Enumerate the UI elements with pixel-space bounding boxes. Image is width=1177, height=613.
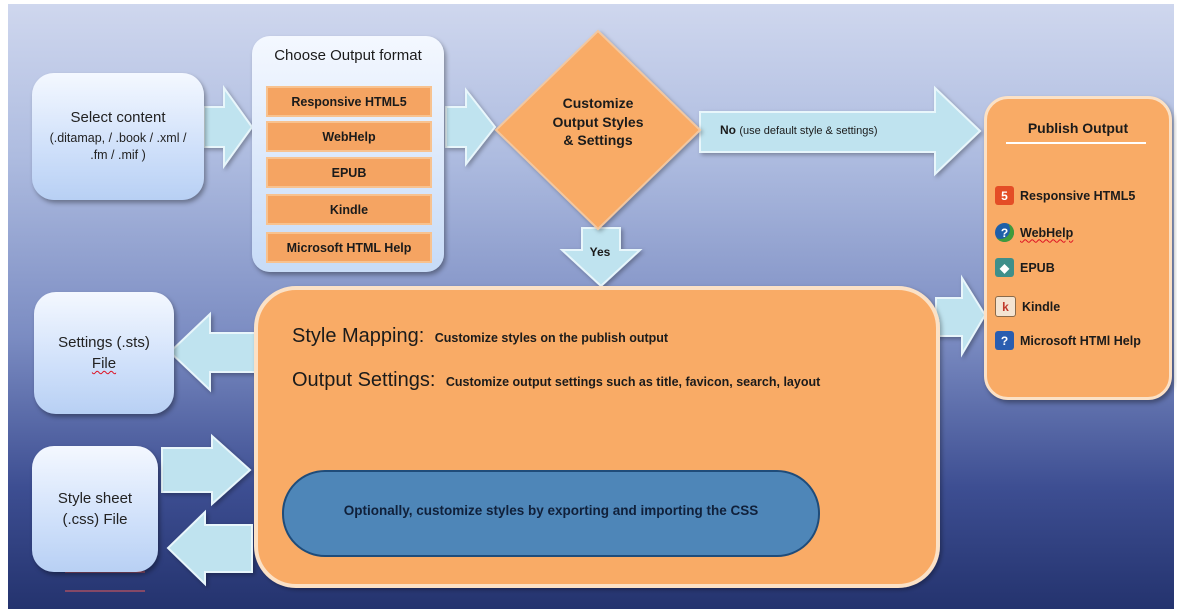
output-settings-line: Output Settings: Customize output settin…	[292, 369, 922, 394]
publish-output-title: Publish Output	[1027, 120, 1129, 136]
style-mapping-line: Style Mapping: Customize styles on the p…	[292, 325, 912, 348]
no-branch-label: No (use default style & settings)	[720, 123, 878, 137]
publish-item-html-help: ? Microsoft HTMl Help	[995, 331, 1141, 350]
settings-file-box: Settings (.sts) File	[34, 292, 174, 414]
arrow-to-settings-file	[168, 311, 263, 393]
css-pill	[282, 470, 820, 557]
decision-label: Customize Output Styles & Settings	[552, 95, 644, 148]
arrow-yes-down	[559, 227, 643, 288]
publish-item-label: Responsive HTML5	[1020, 188, 1136, 203]
stylesheet-file-line2: (.css) File	[62, 511, 128, 528]
arrow-select-to-formats	[203, 84, 254, 170]
format-option[interactable]: Kindle	[266, 194, 432, 225]
decision-diamond	[494, 29, 702, 231]
style-mapping-text: Customize styles on the publish output	[434, 331, 669, 345]
settings-file-line1: Settings (.sts)	[58, 334, 150, 351]
publish-item-label: EPUB	[1020, 260, 1055, 275]
publish-output-panel	[984, 96, 1172, 400]
publish-item-epub: ◆ EPUB	[995, 258, 1055, 277]
publish-item-label: Microsoft HTMl Help	[1020, 333, 1141, 348]
no-label: No	[720, 123, 736, 137]
select-content-formats: (.ditamap, / .book / .xml / .fm / .mif )	[49, 131, 187, 162]
publish-item-label: Kindle	[1022, 299, 1061, 314]
arrow-formats-to-decision	[445, 87, 497, 167]
select-content-box: Select content (.ditamap, / .book / .xml…	[32, 73, 204, 200]
yes-label: Yes	[589, 245, 611, 259]
output-settings-text: Customize output settings such as title,…	[445, 375, 821, 389]
stylesheet-file-box: Style sheet (.css) File	[32, 446, 158, 572]
html-help-icon: ?	[995, 331, 1014, 350]
css-note: Optionally, customize styles by exportin…	[343, 503, 759, 518]
publish-output-rule	[1006, 142, 1146, 144]
format-option[interactable]: EPUB	[266, 157, 432, 188]
format-option[interactable]: Microsoft HTML Help	[266, 232, 432, 263]
stylesheet-file-line1: Style sheet	[57, 490, 133, 507]
webhelp-icon: ?	[995, 223, 1014, 242]
publish-item-webhelp: ? WebHelp	[995, 223, 1073, 242]
style-mapping-heading: Style Mapping:	[292, 325, 425, 347]
arrow-css-to-customize	[161, 433, 252, 507]
publish-item-label: WebHelp	[1020, 225, 1074, 240]
choose-output-title: Choose Output format	[274, 47, 422, 64]
epub-icon: ◆	[995, 258, 1014, 277]
arrow-no-to-publish	[699, 85, 982, 177]
kindle-icon: k	[995, 296, 1016, 317]
arrow-customize-to-publish	[935, 274, 987, 358]
publish-item-kindle: k Kindle	[995, 296, 1060, 317]
select-content-title: Select content	[70, 109, 166, 126]
no-note: (use default style & settings)	[739, 125, 878, 137]
settings-file-line2: File	[91, 355, 117, 372]
html5-icon: 5	[995, 186, 1014, 205]
publish-item-html5: 5 Responsive HTML5	[995, 186, 1135, 205]
arrow-customize-to-css	[166, 509, 253, 587]
output-settings-heading: Output Settings:	[292, 369, 436, 391]
format-option[interactable]: Responsive HTML5	[266, 86, 432, 117]
format-option[interactable]: WebHelp	[266, 121, 432, 152]
